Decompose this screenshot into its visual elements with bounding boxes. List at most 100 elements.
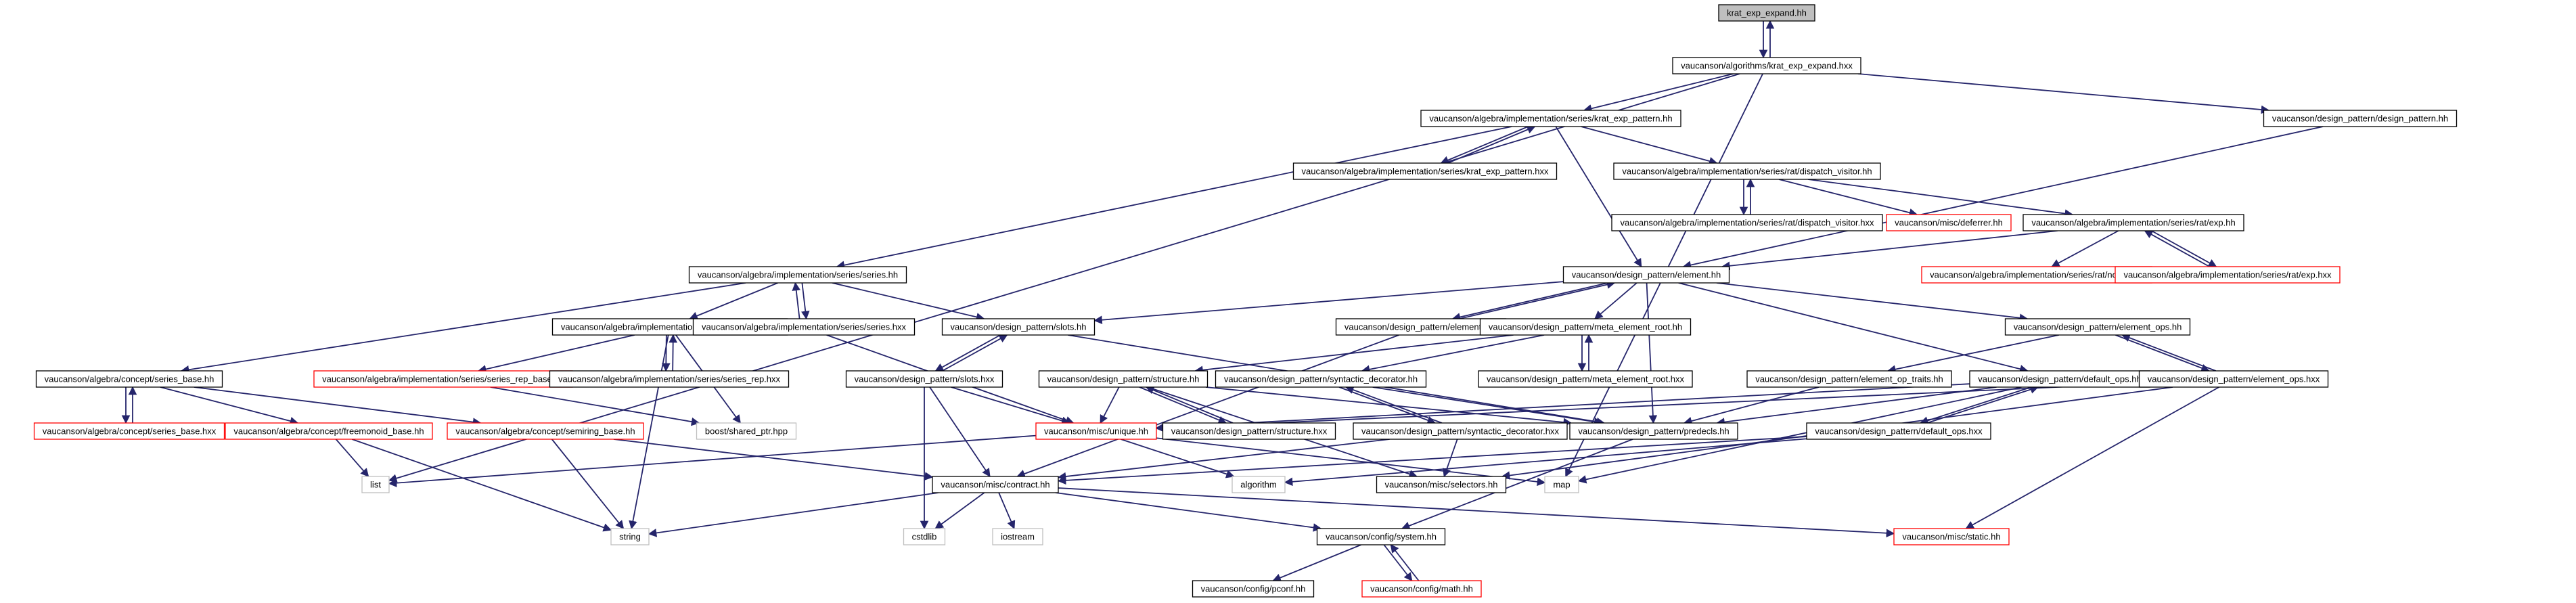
- node-n2[interactable]: vaucanson/algebra/implementation/series/…: [1420, 110, 1681, 127]
- node-n38: list: [361, 476, 390, 493]
- node-n10[interactable]: vaucanson/design_pattern/element.hh: [1562, 266, 1730, 284]
- node-n7[interactable]: vaucanson/misc/deferrer.hh: [1886, 214, 2012, 231]
- edge-n27-to-n33: [1155, 383, 1970, 432]
- node-box-n31: [447, 422, 644, 440]
- node-box-n16: [1335, 318, 1507, 336]
- edge-n18-to-n26: [1886, 334, 2059, 374]
- edge-n22-to-n42: [929, 386, 991, 478]
- node-n46[interactable]: vaucanson/config/system.hh: [1316, 528, 1446, 545]
- node-n30[interactable]: vaucanson/algebra/concept/freemonoid_bas…: [225, 422, 433, 440]
- node-label-n43: string: [619, 532, 641, 542]
- edge-n33-to-n38: [388, 434, 1037, 487]
- edge-n9-to-n19: [180, 282, 746, 374]
- edge-n37-to-n27: [1926, 385, 2039, 424]
- edge-n22-to-n33: [951, 386, 1070, 425]
- node-box-n36: [1569, 422, 1738, 440]
- node-box-n40: [1376, 476, 1507, 493]
- node-n23[interactable]: vaucanson/design_pattern/structure.hh: [1038, 370, 1208, 388]
- node-label-n28: vaucanson/design_pattern/element_ops.hxx: [2148, 374, 2320, 384]
- node-n27[interactable]: vaucanson/design_pattern/default_ops.hh: [1969, 370, 2150, 388]
- node-n6[interactable]: vaucanson/algebra/implementation/series/…: [1611, 214, 1883, 231]
- node-n24[interactable]: vaucanson/design_pattern/syntactic_decor…: [1215, 370, 1427, 388]
- node-label-n26: vaucanson/design_pattern/element_op_trai…: [1755, 374, 1943, 384]
- node-label-n36: vaucanson/design_pattern/predecls.hh: [1578, 426, 1729, 437]
- node-n40[interactable]: vaucanson/misc/selectors.hh: [1376, 476, 1507, 493]
- node-label-n3: vaucanson/design_pattern/design_pattern.…: [2272, 114, 2448, 124]
- node-box-n1: [1672, 57, 1861, 74]
- node-label-n31: vaucanson/algebra/concept/semiring_base.…: [455, 426, 635, 437]
- node-n0[interactable]: krat_exp_expand.hh: [1718, 4, 1815, 22]
- edge-n31-to-n43: [551, 439, 625, 529]
- node-n48[interactable]: vaucanson/config/pconf.hh: [1192, 580, 1315, 598]
- node-box-n12: [2115, 266, 2341, 284]
- edge-n8-to-n11: [2051, 230, 2119, 267]
- edge-n10-to-n17: [1594, 282, 1637, 319]
- node-label-n32: boost/shared_ptr.hpp: [705, 426, 788, 437]
- node-n36[interactable]: vaucanson/design_pattern/predecls.hh: [1569, 422, 1738, 440]
- node-n4[interactable]: vaucanson/algebra/implementation/series/…: [1292, 162, 1558, 180]
- node-box-n41: [1544, 476, 1579, 493]
- node-label-n6: vaucanson/algebra/implementation/series/…: [1620, 218, 1874, 228]
- node-n1[interactable]: vaucanson/algorithms/krat_exp_expand.hxx: [1672, 57, 1861, 74]
- node-n37[interactable]: vaucanson/design_pattern/default_ops.hxx: [1806, 422, 1991, 440]
- node-n5[interactable]: vaucanson/algebra/implementation/series/…: [1613, 162, 1881, 180]
- edge-n12-to-n8: [2144, 230, 2210, 267]
- node-n25[interactable]: vaucanson/design_pattern/meta_element_ro…: [1478, 370, 1693, 388]
- edge-n19-to-n30: [160, 386, 299, 426]
- node-label-n30: vaucanson/algebra/concept/freemonoid_bas…: [233, 426, 424, 437]
- node-n28[interactable]: vaucanson/design_pattern/element_ops.hxx: [2138, 370, 2329, 388]
- node-box-n7: [1886, 214, 2012, 231]
- edge-n28-to-n47: [1965, 386, 2219, 529]
- node-n15[interactable]: vaucanson/design_pattern/slots.hh: [941, 318, 1095, 336]
- node-box-n25: [1478, 370, 1693, 388]
- node-box-n48: [1192, 580, 1315, 598]
- node-box-n5: [1613, 162, 1881, 180]
- edge-n28-to-n33: [1155, 382, 2140, 432]
- node-n3[interactable]: vaucanson/design_pattern/design_pattern.…: [2263, 110, 2458, 127]
- node-box-n43: [610, 528, 650, 545]
- node-n17[interactable]: vaucanson/design_pattern/meta_element_ro…: [1479, 318, 1692, 336]
- node-n39: algorithm: [1231, 476, 1286, 493]
- node-box-n20: [313, 370, 573, 388]
- node-label-n45: iostream: [1001, 532, 1035, 542]
- node-label-n25: vaucanson/design_pattern/meta_element_ro…: [1487, 374, 1684, 384]
- node-n16[interactable]: vaucanson/design_pattern/element.hxx: [1335, 318, 1507, 336]
- edge-n5-to-n8: [1808, 179, 2074, 218]
- node-n26[interactable]: vaucanson/design_pattern/element_op_trai…: [1746, 370, 1952, 388]
- node-n9[interactable]: vaucanson/algebra/implementation/series/…: [688, 266, 907, 284]
- node-n8[interactable]: vaucanson/algebra/implementation/series/…: [2023, 214, 2244, 231]
- edge-n1-to-n38: [388, 73, 1740, 483]
- node-box-n45: [992, 528, 1043, 545]
- node-box-n38: [361, 476, 390, 493]
- node-n22[interactable]: vaucanson/design_pattern/slots.hxx: [845, 370, 1003, 388]
- edge-n42-to-n43: [648, 492, 939, 537]
- node-n29[interactable]: vaucanson/algebra/concept/series_base.hx…: [33, 422, 225, 440]
- node-n14[interactable]: vaucanson/algebra/implementation/series/…: [692, 318, 916, 336]
- node-n21[interactable]: vaucanson/algebra/implementation/series/…: [549, 370, 790, 388]
- nodes-layer: krat_exp_expand.hh vaucanson/algorithms/k…: [33, 4, 2458, 598]
- edge-n46-to-n48: [1272, 544, 1361, 582]
- node-box-n49: [1361, 580, 1482, 598]
- edge-n33-to-n39: [1121, 439, 1235, 478]
- edge-n2-to-n10: [1555, 126, 1642, 268]
- node-n12[interactable]: vaucanson/algebra/implementation/series/…: [2115, 266, 2341, 284]
- edge-n16-to-n10: [1459, 280, 1616, 319]
- node-n34[interactable]: vaucanson/design_pattern/structure.hxx: [1162, 422, 1336, 440]
- node-n19[interactable]: vaucanson/algebra/concept/series_base.hh: [35, 370, 223, 388]
- node-n33[interactable]: vaucanson/misc/unique.hh: [1035, 422, 1157, 440]
- edge-n46-to-n49: [1383, 544, 1413, 581]
- node-n11[interactable]: vaucanson/algebra/implementation/series/…: [1921, 266, 2152, 284]
- node-n35[interactable]: vaucanson/design_pattern/syntactic_decor…: [1353, 422, 1568, 440]
- node-label-n33: vaucanson/misc/unique.hh: [1044, 426, 1148, 437]
- node-n18[interactable]: vaucanson/design_pattern/element_ops.hh: [2004, 318, 2191, 336]
- node-label-n23: vaucanson/design_pattern/structure.hh: [1047, 374, 1200, 384]
- node-n42[interactable]: vaucanson/misc/contract.hh: [932, 476, 1059, 493]
- node-label-n15: vaucanson/design_pattern/slots.hh: [951, 322, 1087, 332]
- node-n31[interactable]: vaucanson/algebra/concept/semiring_base.…: [447, 422, 644, 440]
- node-n47[interactable]: vaucanson/misc/static.hh: [1893, 528, 2010, 545]
- node-box-n34: [1162, 422, 1336, 440]
- node-n20[interactable]: vaucanson/algebra/implementation/series/…: [313, 370, 573, 388]
- node-box-n21: [549, 370, 790, 388]
- edge-n33-to-n41: [1156, 437, 1546, 487]
- node-n49[interactable]: vaucanson/config/math.hh: [1361, 580, 1482, 598]
